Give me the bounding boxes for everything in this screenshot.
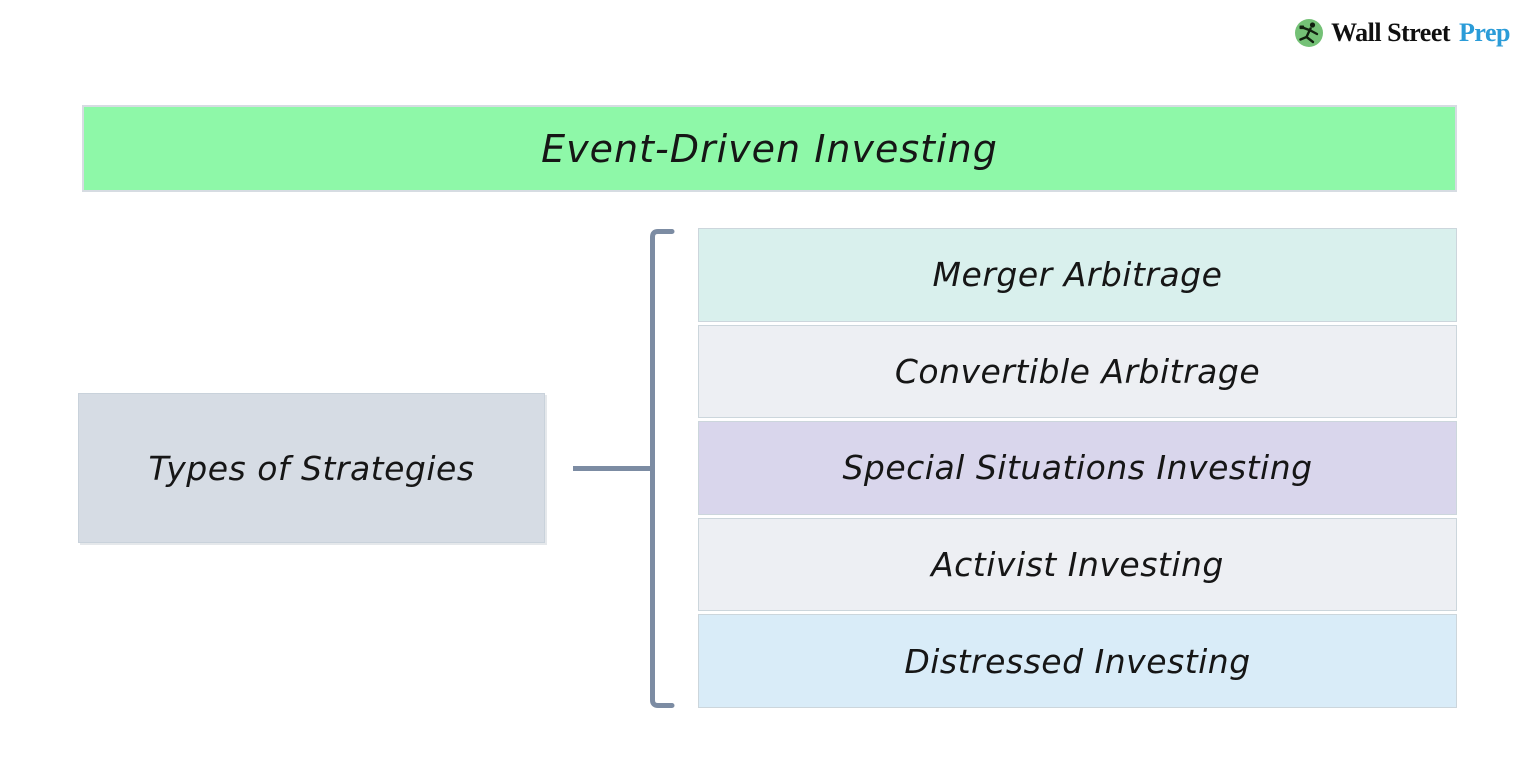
types-of-strategies-box: Types of Strategies (78, 393, 545, 543)
strategy-row: Convertible Arbitrage (698, 324, 1457, 419)
strategy-row: Distressed Investing (698, 614, 1457, 708)
strategy-label: Special Situations Investing (842, 448, 1313, 488)
strategy-label: Activist Investing (931, 545, 1224, 585)
types-of-strategies-label: Types of Strategies (148, 448, 475, 488)
strategy-row: Special Situations Investing (698, 421, 1457, 515)
strategies-list: Merger Arbitrage Convertible Arbitrage S… (698, 228, 1457, 708)
strategy-label: Distressed Investing (904, 641, 1251, 681)
page-title: Event-Driven Investing (541, 126, 998, 171)
title-banner: Event-Driven Investing (82, 105, 1457, 192)
wallstreetprep-logo: Wall Street Prep (1294, 18, 1510, 48)
strategy-label: Convertible Arbitrage (894, 351, 1261, 391)
strategy-row: Merger Arbitrage (698, 228, 1457, 322)
strategy-label: Merger Arbitrage (932, 255, 1223, 295)
runner-icon (1295, 19, 1324, 47)
logo-text-wall-street: Wall Street (1331, 18, 1451, 47)
logo-text-prep: Prep (1459, 18, 1510, 47)
strategy-row: Activist Investing (698, 517, 1457, 612)
